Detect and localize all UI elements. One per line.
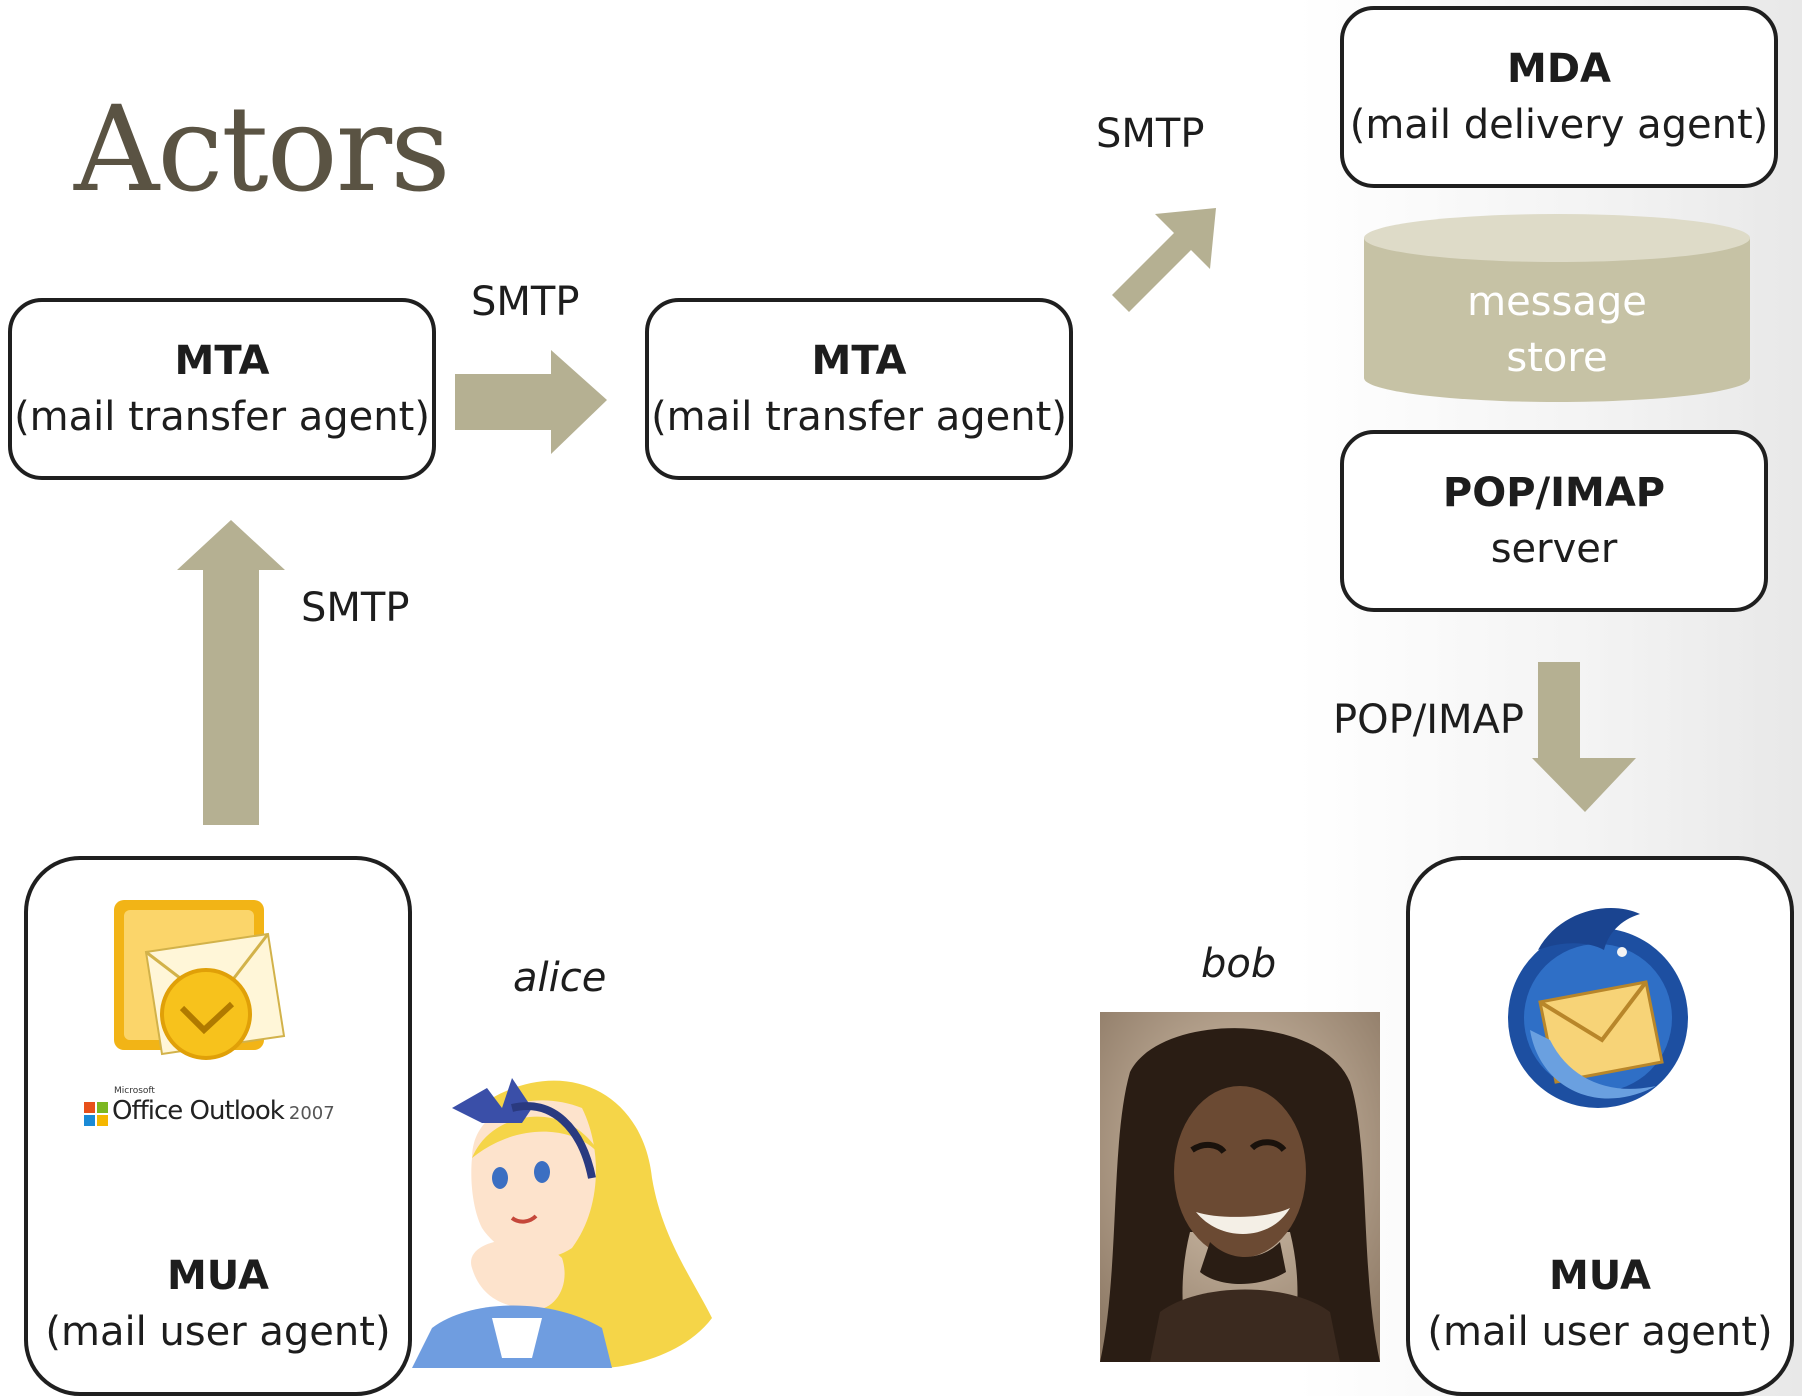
popimap-server-box: POP/IMAP server bbox=[1340, 430, 1768, 612]
slide-title: Actors bbox=[74, 80, 451, 218]
arrow-smtp-diagonal bbox=[1085, 208, 1216, 312]
office-logo-icon bbox=[84, 1102, 108, 1126]
smtp-label-up: SMTP bbox=[301, 585, 410, 631]
bob-name: bob bbox=[1201, 941, 1277, 987]
mta-left-abbr: MTA bbox=[174, 338, 270, 384]
smtp-label-right: SMTP bbox=[471, 279, 580, 325]
mua-left-abbr: MUA bbox=[166, 1253, 269, 1299]
mta-right-abbr: MTA bbox=[811, 338, 907, 384]
alice-illustration bbox=[412, 1078, 712, 1368]
thunderbird-logo-icon bbox=[1490, 890, 1708, 1122]
mta-left-full: (mail transfer agent) bbox=[14, 394, 430, 440]
bob-photo bbox=[1100, 1012, 1380, 1362]
message-store-cylinder bbox=[1364, 214, 1750, 402]
mda-abbr: MDA bbox=[1507, 46, 1611, 92]
mta-left-box: MTA (mail transfer agent) bbox=[8, 298, 436, 480]
mua-right-abbr: MUA bbox=[1548, 1253, 1651, 1299]
outlook-logo-icon bbox=[114, 900, 286, 1060]
popimap-server-full: server bbox=[1490, 526, 1618, 572]
popimap-server-abbr: POP/IMAP bbox=[1442, 470, 1666, 516]
popimap-label: POP/IMAP bbox=[1333, 697, 1524, 743]
mda-full: (mail delivery agent) bbox=[1349, 102, 1769, 148]
mta-right-full: (mail transfer agent) bbox=[651, 394, 1067, 440]
arrow-popimap-down bbox=[1532, 662, 1636, 812]
mta-right-box: MTA (mail transfer agent) bbox=[645, 298, 1073, 480]
alice-name: alice bbox=[513, 955, 607, 1001]
mda-box: MDA (mail delivery agent) bbox=[1340, 6, 1778, 188]
arrow-smtp-up bbox=[177, 520, 285, 825]
mua-left-full: (mail user agent) bbox=[45, 1309, 391, 1355]
outlook-logo-text: Microsoft Office Outlook 2007 bbox=[84, 1086, 335, 1126]
smtp-label-diagonal: SMTP bbox=[1096, 111, 1205, 157]
mua-right-full: (mail user agent) bbox=[1427, 1309, 1773, 1355]
arrow-smtp-right bbox=[455, 350, 607, 454]
message-store-label: message store bbox=[1467, 279, 1647, 381]
